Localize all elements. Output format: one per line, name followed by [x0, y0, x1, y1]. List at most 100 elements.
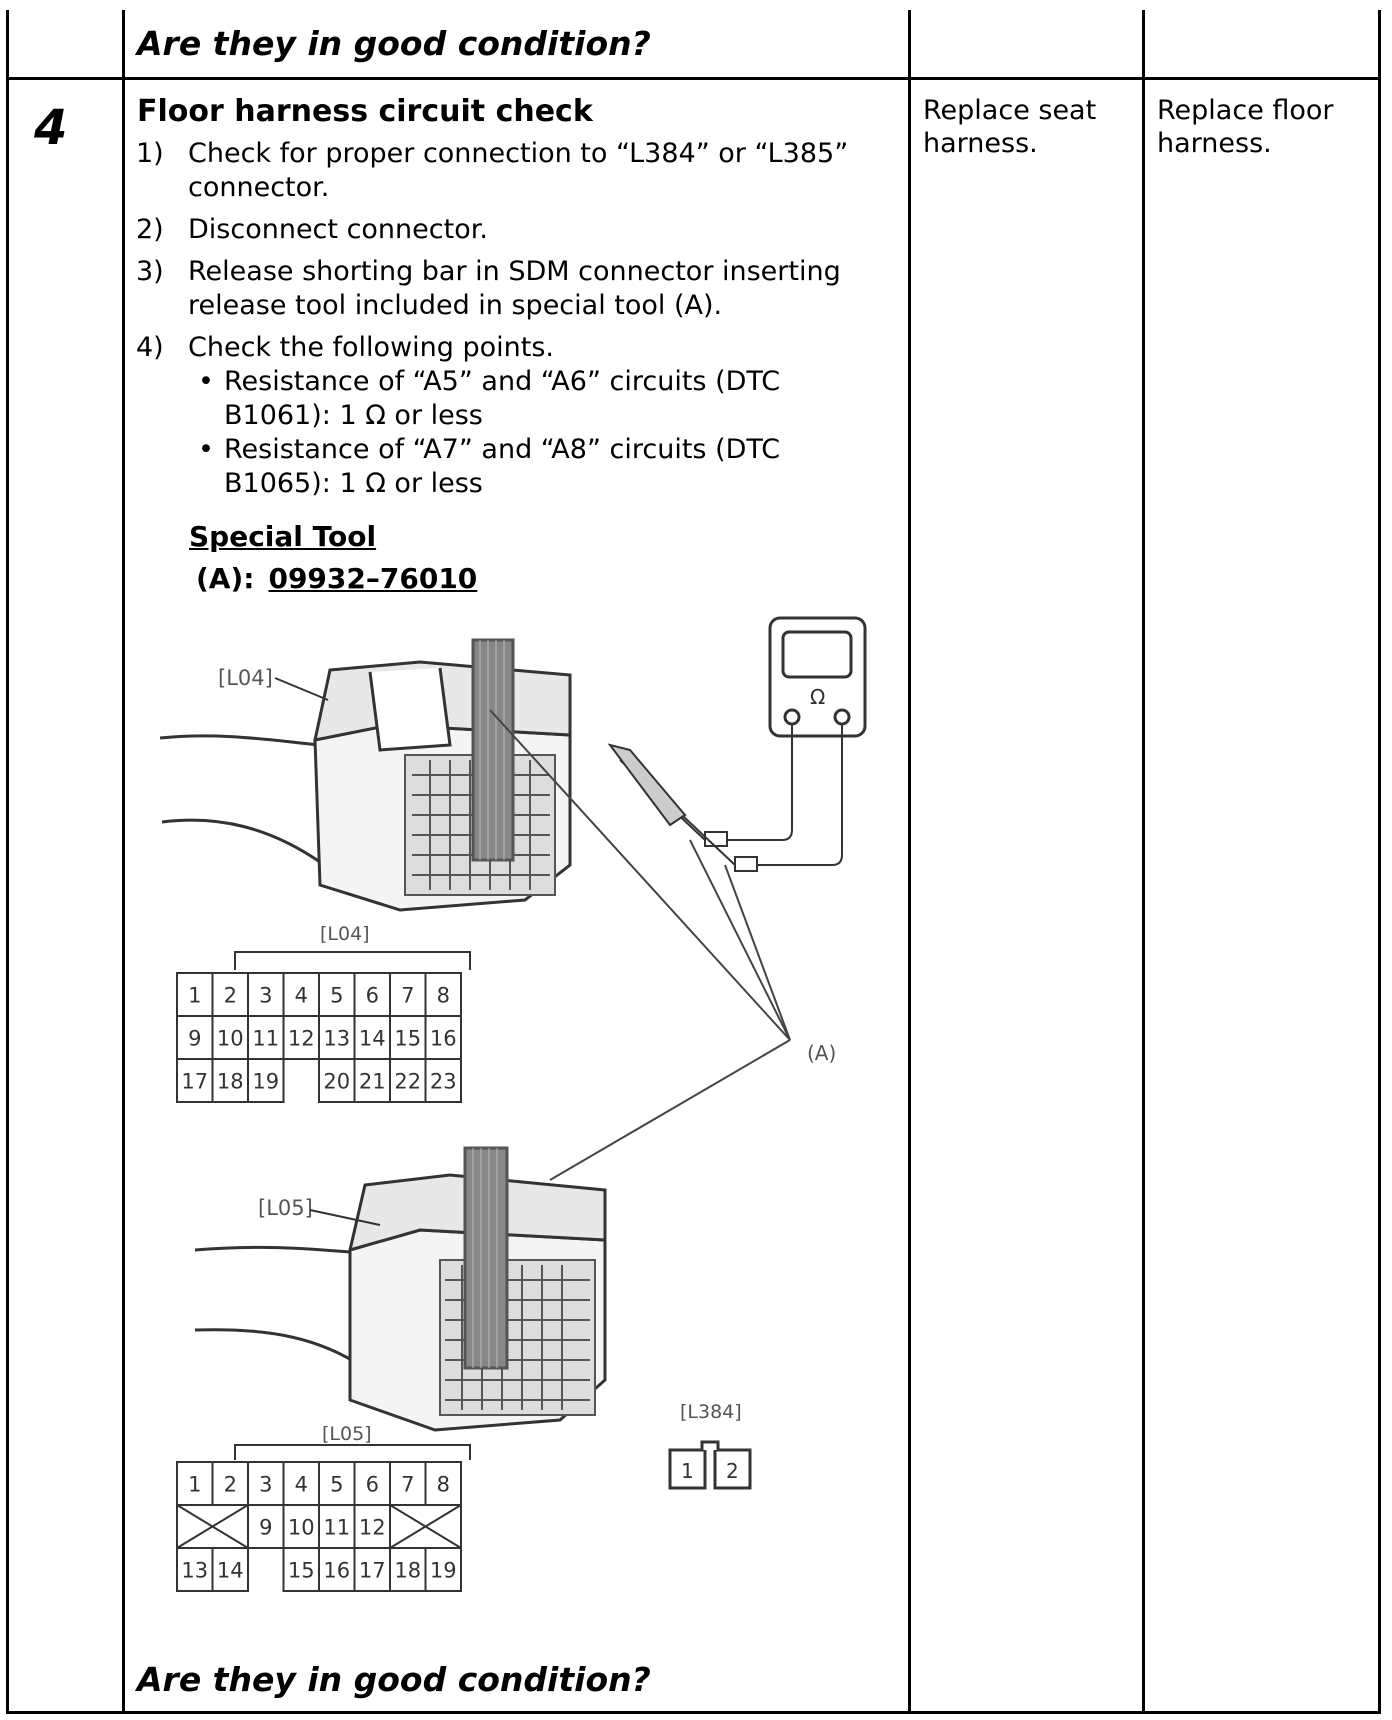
- tool-id: (A):: [196, 562, 255, 595]
- l04-pin-label: 7: [401, 984, 414, 1008]
- l04-pin-cell: [247, 972, 285, 1017]
- l05-pin-label: 16: [323, 1559, 350, 1583]
- procedure-item-number: 3): [136, 256, 164, 287]
- label-l04-pins: [L04]: [320, 923, 370, 945]
- label-l384: [L384]: [680, 1401, 742, 1423]
- l04-pin-cell: [424, 1058, 462, 1103]
- l05-pin-label: 13: [181, 1559, 208, 1583]
- l04-pin-cell: [389, 1058, 427, 1103]
- procedure-item: 4) Check the following points.: [136, 331, 916, 365]
- l05-pin-label: 11: [323, 1516, 350, 1540]
- l04-pin-label: 10: [217, 1027, 244, 1051]
- l384-pin-1: 1: [681, 1459, 694, 1483]
- l04-pin-label: 2: [224, 984, 237, 1008]
- l05-pin-cell: [353, 1461, 391, 1506]
- l05-pin-label: 3: [259, 1473, 272, 1497]
- procedure-list: 1) Check for proper connection to “L384”…: [136, 137, 916, 501]
- ohm-symbol: Ω: [810, 685, 825, 709]
- l04-pin-label: 3: [259, 984, 272, 1008]
- l04-pin-cell: [247, 1058, 285, 1103]
- step-question: Are they in good condition?: [137, 1660, 651, 1699]
- special-tool-heading: Special Tool: [189, 520, 377, 553]
- table-border-bottom: [6, 1711, 1381, 1714]
- table-border-left: [6, 10, 9, 1714]
- l04-pin-label: 5: [330, 984, 343, 1008]
- procedure-item-text: Release shorting bar in SDM connector in…: [188, 256, 841, 321]
- l04-pin-label: 11: [252, 1027, 279, 1051]
- procedure-item-number: 1): [136, 138, 164, 169]
- l05-pin-cell: [176, 1461, 214, 1506]
- l04-pin-cell: [211, 1015, 249, 1060]
- l05-pin-label: 12: [359, 1516, 386, 1540]
- table-divider-no: [1142, 10, 1145, 1714]
- l04-pin-label: 15: [394, 1027, 421, 1051]
- l05-pin-label: 10: [288, 1516, 315, 1540]
- l05-pin-cell: [211, 1547, 249, 1592]
- l04-pin-label: 8: [437, 984, 450, 1008]
- procedure-item: 3) Release shorting bar in SDM connector…: [136, 255, 916, 323]
- l04-pin-label: 16: [430, 1027, 457, 1051]
- l04-pin-cell: [176, 972, 214, 1017]
- l05-pin-label: 19: [430, 1559, 457, 1583]
- procedure-item-text: Check for proper connection to “L384” or…: [188, 138, 849, 203]
- l05-pin-cell: [247, 1504, 285, 1549]
- procedure-item-number: 2): [136, 214, 164, 245]
- label-l04-top: [L04]: [218, 666, 273, 690]
- l04-pin-cell: [424, 1015, 462, 1060]
- special-tool-row: (A): 09932–76010: [196, 562, 477, 595]
- l05-pin-label: 2: [224, 1473, 237, 1497]
- l04-pin-cell: [318, 1015, 356, 1060]
- l04-pin-label: 18: [217, 1070, 244, 1094]
- l04-pin-label: 23: [430, 1070, 457, 1094]
- l04-connector-illustration: [159, 638, 572, 912]
- procedure-item: 2) Disconnect connector.: [136, 213, 916, 247]
- top-row-question: Are they in good condition?: [137, 24, 651, 63]
- procedure-item-text: Check the following points.: [188, 332, 555, 363]
- l05-pin-label: 15: [288, 1559, 315, 1583]
- l04-pin-cell: [176, 1015, 214, 1060]
- table-divider-yes: [908, 10, 911, 1714]
- l04-pin-label: 19: [252, 1070, 279, 1094]
- l05-pin-label: 9: [259, 1516, 272, 1540]
- table-divider-step: [122, 10, 125, 1714]
- l04-pin-label: 9: [188, 1027, 201, 1051]
- l04-pin-label: 14: [359, 1027, 386, 1051]
- l05-pin-cell: [176, 1547, 214, 1592]
- l05-pin-label: 18: [394, 1559, 421, 1583]
- l05-connector-illustration: [194, 1146, 607, 1432]
- l05-pin-label: 14: [217, 1559, 244, 1583]
- l04-pin-label: 22: [394, 1070, 421, 1094]
- check-points: • Resistance of “A5” and “A6” circuits (…: [188, 365, 916, 501]
- blank-pin-cross: [389, 1504, 462, 1549]
- l04-pin-label: 12: [288, 1027, 315, 1051]
- l05-pin-label: 6: [366, 1473, 379, 1497]
- l04-pin-cell: [282, 1015, 320, 1060]
- tool-code: 09932–76010: [268, 562, 478, 595]
- l04-pin-label: 1: [188, 984, 201, 1008]
- yes-action: Replace seat harness.: [923, 95, 1097, 159]
- l05-pin-label: 7: [401, 1473, 414, 1497]
- l05-pin-label: 8: [437, 1473, 450, 1497]
- check-point-text: Resistance of “A5” and “A6” circuits (DT…: [224, 366, 781, 431]
- l04-pin-cell: [211, 1058, 249, 1103]
- l05-pin-cell: [424, 1547, 462, 1592]
- l04-pin-label: 13: [323, 1027, 350, 1051]
- l04-pin-label: 4: [295, 984, 308, 1008]
- ohmmeter: [607, 616, 867, 872]
- l05-pin-cell: [282, 1547, 320, 1592]
- l04-pin-label: 20: [323, 1070, 350, 1094]
- l05-pin-label: 17: [359, 1559, 386, 1583]
- l04-pin-label: 21: [359, 1070, 386, 1094]
- check-point: • Resistance of “A5” and “A6” circuits (…: [188, 365, 916, 433]
- l384-connector: [668, 1440, 752, 1490]
- blank-pin-cross: [176, 1504, 249, 1549]
- l04-pin-cell: [353, 1058, 391, 1103]
- l04-pin-label: 17: [181, 1070, 208, 1094]
- l04-pin-label: 6: [366, 984, 379, 1008]
- check-point-text: Resistance of “A7” and “A8” circuits (DT…: [224, 434, 781, 499]
- row-divider: [6, 77, 1381, 80]
- l05-pin-label: 4: [295, 1473, 308, 1497]
